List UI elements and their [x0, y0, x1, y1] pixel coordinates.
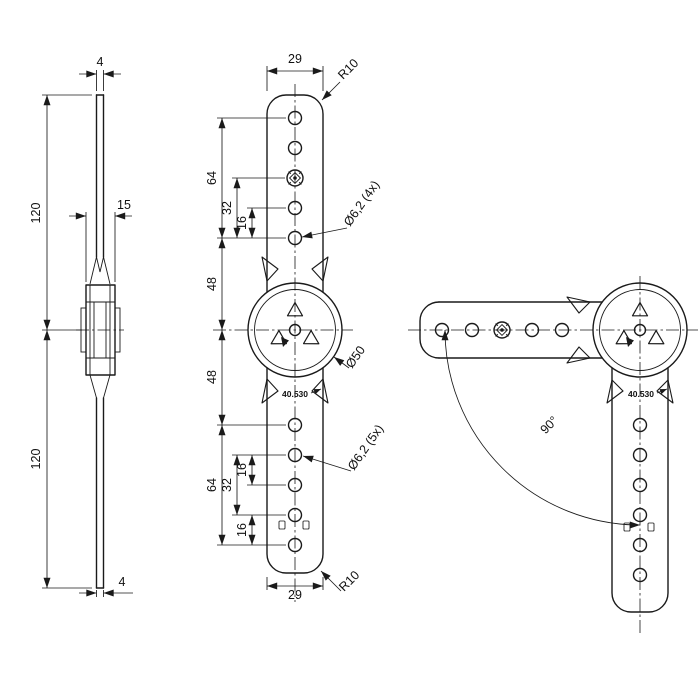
dim-16-group: 16 16 16: [235, 208, 256, 545]
dim-length-lower: 120: [29, 330, 92, 589]
dim-chain-left: 64 48 48 64: [205, 118, 226, 545]
front-holes-bottom: [287, 417, 303, 553]
dim-label-120-upper: 120: [29, 203, 43, 224]
extension-lines: [217, 117, 286, 546]
spring-ear: [261, 378, 279, 404]
dim-width-bottom: 29: [266, 577, 324, 602]
dim-label-48-lower: 48: [205, 370, 219, 384]
hub-center-hole: [288, 323, 302, 337]
spring-ear: [566, 296, 591, 314]
callout-holes-bottom: Ø6,2 (5x): [302, 422, 386, 473]
spline-mount-hole: [493, 321, 511, 339]
spline-mount-hole: [286, 169, 304, 187]
dim-label-32-top: 32: [220, 201, 234, 215]
front-holes-top: [287, 110, 303, 246]
dim-thickness-bottom: 4: [79, 575, 133, 597]
angled-part-outline: [419, 282, 688, 613]
spring-ear: [311, 378, 329, 404]
dim-label-r10-top: R10: [335, 56, 361, 82]
dim-hub-width: 15: [69, 198, 132, 282]
angled-view: 40.530 90°: [408, 276, 698, 634]
part-number-marking: 40.530: [282, 389, 308, 399]
brand-logo-mark: [626, 337, 634, 347]
spring-ear: [261, 256, 279, 282]
dim-label-32-bottom: 32: [220, 478, 234, 492]
front-part-outline: [247, 94, 343, 574]
hub-inner-circle: [254, 289, 336, 371]
spring-ear: [311, 256, 329, 282]
callout-holes-top: Ø6,2 (4x): [301, 178, 382, 239]
direction-arrow-icon: [656, 388, 668, 395]
dim-label-4-top: 4: [97, 55, 104, 69]
dim-label-15: 15: [117, 198, 131, 212]
spring-ear: [566, 346, 591, 364]
dim-label-16-bottom-b: 16: [235, 523, 249, 537]
side-hub-tab-right: [114, 307, 121, 353]
dim-label-29-top: 29: [288, 52, 302, 66]
dim-radius-top: R10: [321, 56, 361, 101]
dim-label-120-lower: 120: [29, 449, 43, 470]
dim-thickness-top: 4: [79, 55, 121, 91]
dim-label-48-upper: 48: [205, 277, 219, 291]
hub-spline-detail: [270, 301, 320, 347]
dim-label-64-bottom: 64: [205, 478, 219, 492]
side-part-outline: [80, 94, 121, 589]
brand-logo-mark: [281, 337, 289, 347]
dim-label-29-bottom: 29: [288, 588, 302, 602]
part-number-marking: 40.530: [628, 389, 654, 399]
front-view: 40.530 64 48 48 64 32: [205, 52, 386, 602]
dim-length-upper: 120: [29, 94, 92, 331]
mold-mark: [278, 520, 286, 530]
callout-label-holes-bottom: Ø6,2 (5x): [345, 422, 386, 473]
dim-label-64-top: 64: [205, 171, 219, 185]
direction-arrow-icon: [310, 388, 322, 395]
side-view: 4 120 120 15 4: [29, 55, 133, 597]
dim-angle-90: 90°: [441, 329, 641, 529]
dim-radius-bottom: R10: [320, 568, 362, 594]
hub-outer-circle: [247, 282, 343, 378]
spring-ear: [606, 379, 624, 404]
dim-label-16-bottom-a: 16: [235, 463, 249, 477]
mold-mark: [302, 520, 310, 530]
spring-ear: [656, 379, 674, 404]
dim-32-group: 32 32: [220, 178, 241, 515]
dim-label-4-bottom: 4: [119, 575, 126, 589]
dim-label-90deg: 90°: [538, 414, 561, 437]
mold-mark: [647, 522, 655, 532]
dim-width-top: 29: [266, 52, 324, 91]
callout-label-holes-top: Ø6,2 (4x): [341, 178, 382, 229]
dim-label-16-top: 16: [235, 216, 249, 230]
